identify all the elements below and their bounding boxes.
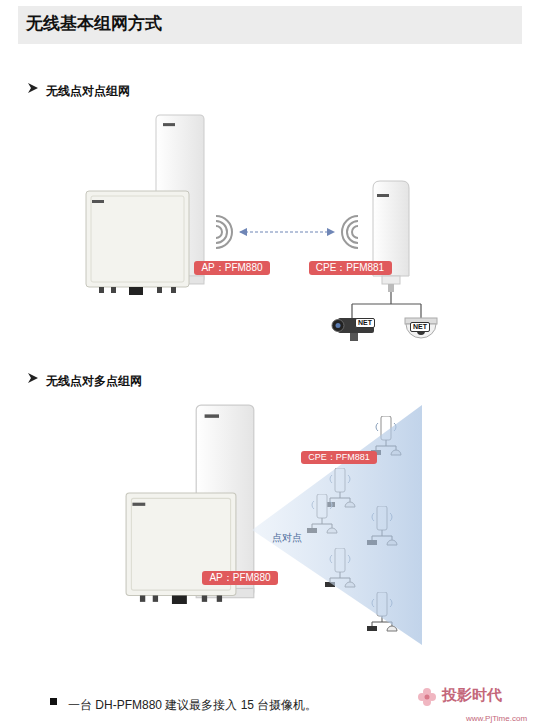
wireless-waves — [216, 216, 232, 248]
label-anchor: www.PjTime.com — [466, 707, 527, 725]
device-model: CPE：PFM881 — [315, 262, 386, 274]
device-model: AP：PFM880 — [200, 262, 264, 274]
watermark-url: www.PjTime.com — [466, 714, 527, 724]
note-text: 一台 DH-PFM880 建议最多接入 15 台摄像机。 — [68, 698, 317, 712]
wireless-waves — [216, 216, 358, 248]
device-tag: CPE：PFM881 — [309, 261, 392, 275]
device-tag: AP：PFM880 — [202, 571, 278, 585]
ap-device — [86, 115, 204, 295]
device-tag: CPE：PFM881 — [301, 451, 377, 464]
camera-tag: NET — [410, 322, 430, 332]
bullet-arrow — [28, 83, 38, 93]
box-camera — [350, 333, 358, 341]
bullet-arrow — [28, 373, 38, 383]
label-anchor: 一台 DH-PFM880 建议最多接入 15 台摄像机。 — [68, 695, 317, 713]
label-anchor: 无线点对点组网 — [46, 81, 130, 99]
device-model: CPE：PFM881 — [307, 452, 371, 463]
cable — [352, 292, 421, 318]
section-heading: 无线点对点组网 — [46, 84, 130, 98]
cpe-device — [373, 181, 409, 292]
wireless-waves — [352, 226, 358, 238]
box-camera — [332, 320, 344, 332]
box-camera — [332, 318, 374, 341]
camera-tag: NET — [355, 318, 375, 328]
device-tag: AP：PFM880 — [194, 261, 270, 275]
label-anchor: 无线点对多点组网 — [46, 371, 142, 389]
title-anchor: 无线基本组网方式 — [26, 14, 162, 34]
watermark-logo — [418, 688, 436, 706]
ap-device — [86, 191, 189, 295]
link-arrow — [240, 231, 334, 232]
title-bar — [18, 6, 522, 44]
cpe-device — [373, 181, 409, 292]
wireless-waves — [216, 221, 227, 243]
section-heading: 无线点对多点组网 — [46, 374, 142, 388]
device-model: AP：PFM880 — [208, 572, 272, 584]
wireless-waves — [342, 216, 358, 248]
ap-device — [126, 493, 236, 604]
wireless-waves — [216, 226, 222, 238]
region-label: 点对点 — [272, 532, 302, 544]
watermark-logo — [425, 695, 430, 700]
watermark: 投影时代 — [442, 686, 502, 704]
label-anchor: NET — [355, 311, 375, 329]
triangle-shape — [252, 405, 422, 645]
label-anchor: NET — [410, 315, 430, 333]
bullet-square — [50, 698, 57, 705]
dome-camera — [405, 318, 437, 338]
label-anchor: 投影时代 — [442, 686, 502, 704]
wireless-waves — [347, 221, 358, 243]
triangle-outline — [252, 405, 422, 645]
box-camera — [336, 323, 341, 328]
coverage-triangle: 点对点 — [252, 405, 422, 645]
page-title: 无线基本组网方式 — [26, 14, 162, 34]
